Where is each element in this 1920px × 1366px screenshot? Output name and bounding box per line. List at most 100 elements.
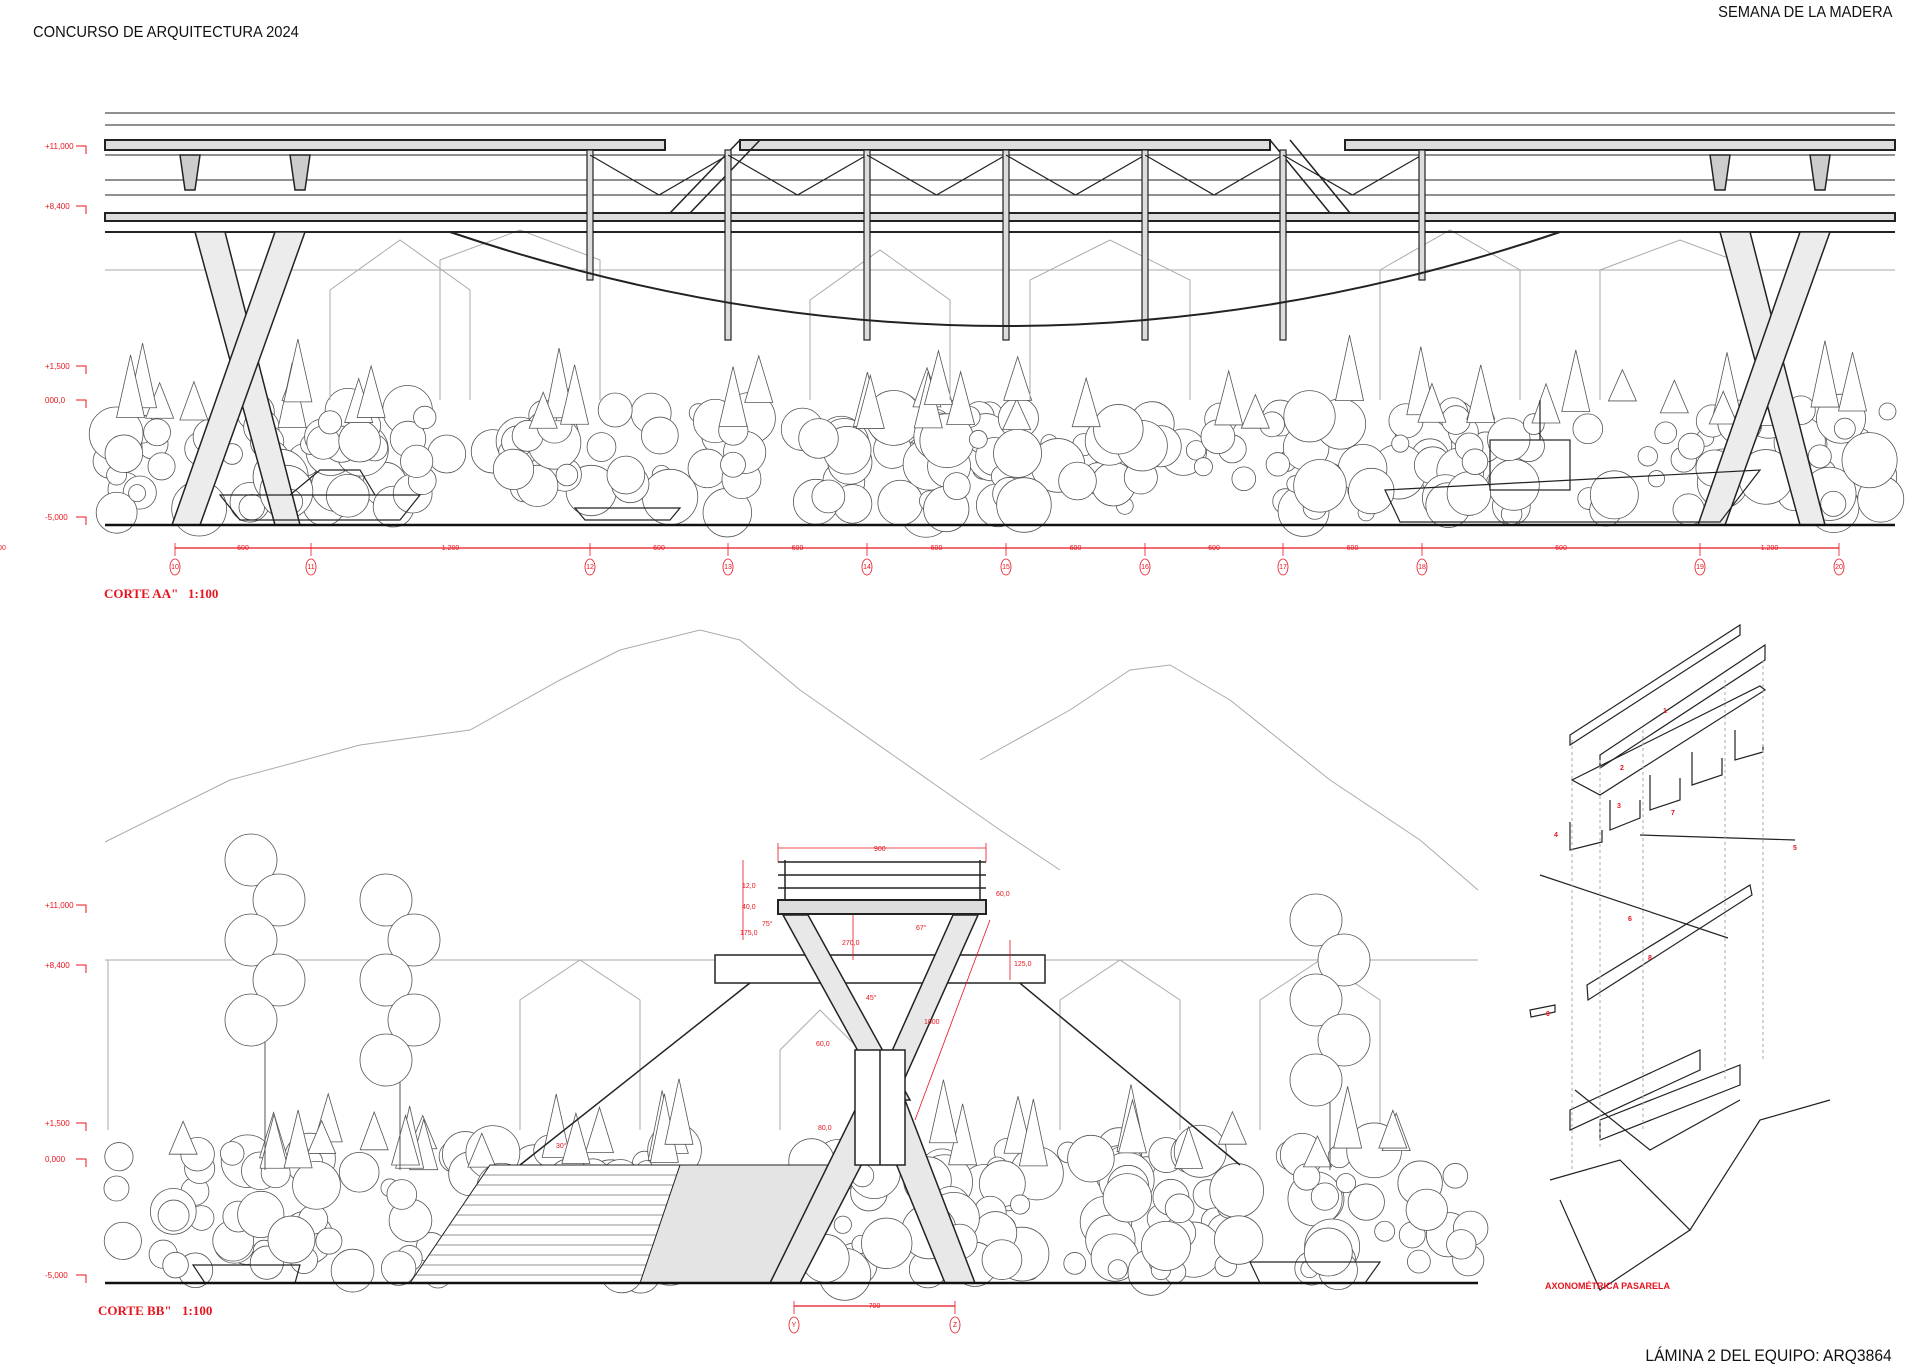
shrub xyxy=(1310,1182,1339,1211)
shrub xyxy=(640,416,679,455)
axis-bubble xyxy=(1416,558,1428,576)
level-label: -5,000 xyxy=(45,1271,68,1280)
conifer xyxy=(283,339,313,403)
shrub xyxy=(1637,446,1658,467)
shrub xyxy=(338,1151,380,1193)
tree-canopy xyxy=(359,873,413,927)
svg-text:270,0: 270,0 xyxy=(842,940,860,947)
level-label: +8,400 xyxy=(45,202,70,211)
conifer xyxy=(467,1132,497,1168)
shrub xyxy=(1283,390,1336,443)
svg-text:60,0: 60,0 xyxy=(996,891,1010,898)
axis-label: 14 xyxy=(863,564,871,571)
axis-grid-aa: 10600111.2001260013600146001560016600176… xyxy=(0,543,1845,576)
section-bb-scale: 1:100 xyxy=(182,1303,212,1318)
tree-canopy xyxy=(1317,1013,1371,1067)
tree-canopy xyxy=(1289,893,1343,947)
svg-text:1000: 1000 xyxy=(924,1019,940,1026)
span-label: 600 xyxy=(931,545,943,552)
vegetation-aa xyxy=(88,335,1905,538)
shrub xyxy=(1231,466,1257,492)
post xyxy=(1418,149,1426,281)
level-label: +1,500 xyxy=(45,1119,70,1128)
shrub xyxy=(833,1215,852,1234)
tree-canopy xyxy=(224,833,278,887)
shrub xyxy=(1647,470,1665,488)
shrub xyxy=(103,1221,142,1260)
conifer xyxy=(528,391,558,429)
post xyxy=(863,149,871,341)
level-label: 000,0 xyxy=(45,396,66,405)
level-arrow xyxy=(76,1122,87,1131)
level-label: +11,000 xyxy=(45,142,74,151)
conifer xyxy=(359,1110,389,1151)
conifer xyxy=(390,1113,421,1166)
terraced-steps xyxy=(409,1164,831,1284)
shrub xyxy=(555,463,579,487)
shrub xyxy=(597,392,633,428)
section-aa-title: CORTE AA" xyxy=(104,586,178,601)
post xyxy=(1279,149,1287,341)
shrub xyxy=(427,434,467,474)
shrub xyxy=(1063,1252,1087,1275)
conifer xyxy=(283,1109,313,1169)
shrub xyxy=(1102,1173,1152,1223)
svg-text:80,0: 80,0 xyxy=(818,1125,832,1132)
shrub xyxy=(968,430,988,449)
shrub xyxy=(104,1142,134,1172)
tree-canopy xyxy=(387,993,441,1047)
tower-dimension-labels: 900 12,0 40,0 60,0 175,0 270,0 125,0 75°… xyxy=(556,846,1032,1150)
tree-canopy xyxy=(359,953,413,1007)
section-aa-scale: 1:100 xyxy=(188,586,218,601)
shrub xyxy=(1265,452,1290,477)
part-label: 6 xyxy=(1628,916,1632,923)
shrub xyxy=(157,1199,190,1232)
part-label: 5 xyxy=(1793,845,1797,852)
conifer xyxy=(1071,376,1101,428)
conifer xyxy=(1240,393,1270,429)
svg-text:40,0: 40,0 xyxy=(742,904,756,911)
shrub xyxy=(1572,413,1604,445)
part-label: 4 xyxy=(1554,832,1558,839)
conifer xyxy=(718,366,748,427)
shrub xyxy=(996,477,1052,533)
axis-bubble xyxy=(788,1316,800,1334)
tower-dimensions xyxy=(742,843,1011,1121)
span-label: 600 xyxy=(653,545,665,552)
post xyxy=(724,149,732,341)
competition-title: CONCURSO DE ARQUITECTURA 2024 xyxy=(33,24,299,41)
span-label: 1.200 xyxy=(442,545,460,552)
shrub xyxy=(1335,1173,1357,1194)
axis-label: 11 xyxy=(307,564,314,571)
shrub xyxy=(1841,432,1898,489)
mountain-silhouette xyxy=(104,629,1479,891)
shrub xyxy=(220,1141,245,1166)
shrub xyxy=(586,432,617,462)
svg-text:75°: 75° xyxy=(762,920,773,928)
shrub xyxy=(1488,459,1540,511)
tree-canopy xyxy=(252,953,306,1007)
shrub xyxy=(143,418,171,447)
x-columns-aa xyxy=(170,154,1832,526)
shrub xyxy=(1407,1249,1431,1274)
shrub xyxy=(1878,402,1897,421)
upper-walkway xyxy=(104,112,1896,156)
conifer xyxy=(560,364,590,425)
conifer xyxy=(1214,369,1244,426)
level-arrow xyxy=(76,516,87,525)
shrub xyxy=(942,472,971,501)
span-label: 600 xyxy=(1208,545,1220,552)
conifer xyxy=(1561,349,1591,412)
level-label: +1,500 xyxy=(45,362,70,371)
shrub xyxy=(1141,1220,1191,1271)
shrub xyxy=(128,484,146,503)
conifer xyxy=(1302,1135,1333,1168)
span-label: 700 xyxy=(869,1303,881,1310)
shrub xyxy=(981,1239,1023,1280)
tree-canopy xyxy=(1317,933,1371,987)
conifer xyxy=(1810,340,1840,408)
axis-label: Y xyxy=(792,1322,797,1329)
conifer xyxy=(259,1112,289,1169)
shrub xyxy=(1487,417,1531,461)
conifer xyxy=(1607,368,1638,402)
